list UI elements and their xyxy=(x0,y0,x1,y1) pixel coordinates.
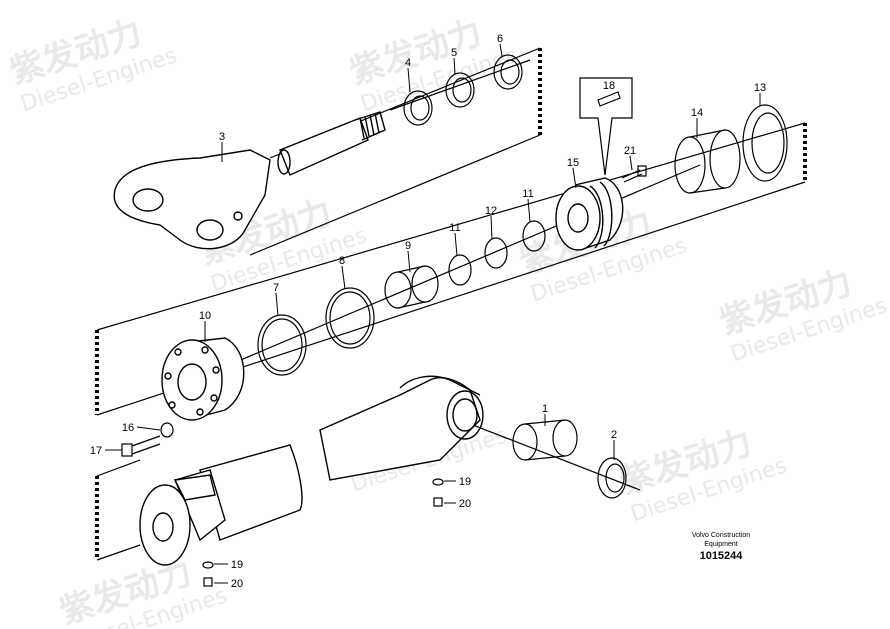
seal-6 xyxy=(493,54,523,90)
bolt-17 xyxy=(121,435,161,457)
caption-line-1: Volvo Construction xyxy=(691,532,751,539)
bolt-21 xyxy=(621,165,647,183)
manufacturer-caption: Volvo Construction Equipment xyxy=(686,531,756,549)
callout-20[interactable]: 20 xyxy=(459,498,471,510)
callout-19[interactable]: 19 xyxy=(231,559,243,571)
rod-eye xyxy=(113,149,271,250)
callout-12[interactable]: 12 xyxy=(485,205,497,217)
dashed-frame xyxy=(95,48,807,560)
callout-16[interactable]: 16 xyxy=(122,422,134,434)
piston-rod xyxy=(277,111,386,176)
callout-2[interactable]: 2 xyxy=(611,429,617,441)
callout-8[interactable]: 8 xyxy=(339,255,345,267)
seal-2 xyxy=(597,457,627,499)
detail-box-18 xyxy=(579,77,633,176)
callout-17[interactable]: 17 xyxy=(90,445,102,457)
o-ring-7 xyxy=(257,314,307,376)
callout-9[interactable]: 9 xyxy=(405,240,411,252)
callout-6[interactable]: 6 xyxy=(497,33,503,45)
leader-lines xyxy=(105,43,761,584)
callout-4[interactable]: 4 xyxy=(405,57,411,69)
callout-10[interactable]: 10 xyxy=(199,310,211,322)
cylinder-tube xyxy=(139,375,484,566)
bushing-9 xyxy=(384,265,439,309)
callout-11[interactable]: 11 xyxy=(449,222,460,234)
seal-4 xyxy=(403,90,433,126)
callout-20[interactable]: 20 xyxy=(231,578,243,590)
callout-14[interactable]: 14 xyxy=(691,107,703,119)
seal-13 xyxy=(742,104,788,182)
callout-15[interactable]: 15 xyxy=(567,157,579,169)
callout-3[interactable]: 3 xyxy=(219,131,225,143)
bushing-14 xyxy=(674,129,741,194)
seal-5 xyxy=(445,72,475,108)
washer-16 xyxy=(160,422,174,438)
drawing-number: 1015244 xyxy=(699,550,743,562)
piston xyxy=(555,177,624,251)
cylinder-head xyxy=(161,337,245,421)
callout-13[interactable]: 13 xyxy=(754,82,766,94)
caption-line-2: Equipment xyxy=(704,541,738,548)
callout-1[interactable]: 1 xyxy=(542,403,548,415)
callout-18[interactable]: 18 xyxy=(603,80,615,92)
callout-19[interactable]: 19 xyxy=(459,476,471,488)
callout-labels: 1 2 3 4 5 6 7 8 9 10 11 11 12 13 14 15 1… xyxy=(90,33,766,590)
callout-5[interactable]: 5 xyxy=(451,47,457,59)
callout-7[interactable]: 7 xyxy=(273,282,279,294)
callout-21[interactable]: 21 xyxy=(624,145,636,157)
callout-11[interactable]: 11 xyxy=(522,188,533,200)
o-ring-8 xyxy=(325,287,375,349)
